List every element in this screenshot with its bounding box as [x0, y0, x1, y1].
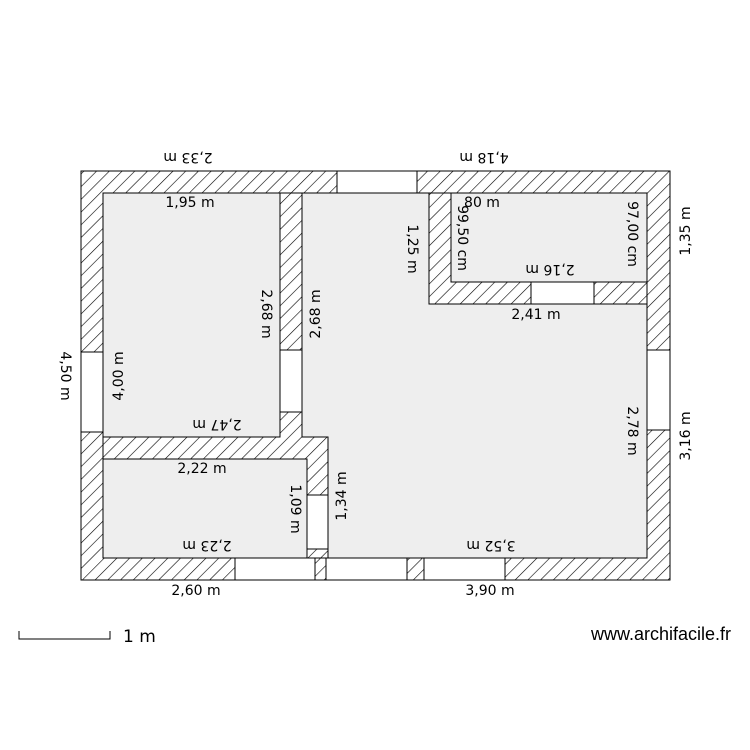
- window-top: [336, 170, 418, 194]
- window-left: [80, 351, 104, 433]
- dim-bottom-right-ext: 3,90 m: [465, 583, 514, 599]
- door-small-room: [530, 281, 595, 305]
- room-living: [301, 192, 648, 559]
- dim-small-right: 97,00 cm: [624, 201, 640, 267]
- dim-hall-right: 1,34 m: [334, 471, 350, 520]
- dim-bottom-left-ext: 2,60 m: [171, 583, 220, 599]
- watermark-text: www.archifacile.fr: [590, 624, 731, 644]
- dim-right-ext-bottom: 3,16 m: [678, 411, 694, 460]
- dim-room2-bottom: 2,23 m: [182, 537, 231, 553]
- dim-room1-bottom: 2,47 m: [192, 416, 241, 432]
- dim-left-ext: 4,50 m: [57, 351, 73, 400]
- dim-top-left-ext: 2,33 m: [163, 149, 212, 165]
- dim-room1-left: 4,00 m: [111, 351, 127, 400]
- dim-hall-height: 2,68 m: [308, 289, 324, 338]
- room-bedroom: [102, 192, 281, 438]
- scale-label: 1 m: [123, 627, 156, 647]
- scale-bar: [18, 631, 111, 640]
- room-lower-left: [102, 458, 308, 559]
- dim-small-left: 99,50 cm: [454, 205, 470, 271]
- dim-room1-height: 2,68 m: [258, 289, 274, 338]
- dim-main-right: 2,78 m: [624, 406, 640, 455]
- door-bedroom: [279, 349, 303, 413]
- dim-room2-top: 2,22 m: [177, 461, 226, 477]
- dim-small-step: 1,25 m: [404, 224, 420, 273]
- room-small: [450, 192, 648, 283]
- dim-small-bottom: 2,16 m: [525, 261, 574, 277]
- door-lower-left: [306, 494, 329, 550]
- dim-notch-bottom: 2,41 m: [511, 307, 560, 323]
- dim-main-bottom: 3,52 m: [466, 537, 515, 553]
- window-right: [646, 349, 671, 431]
- dim-small-top: 80 m: [464, 195, 500, 211]
- dim-right-ext-top: 1,35 m: [678, 206, 694, 255]
- dim-room1-width: 1,95 m: [165, 195, 214, 211]
- door-entrance: [325, 557, 408, 581]
- dim-room2-right: 1,09 m: [287, 484, 303, 533]
- window-bottom-right: [423, 557, 506, 581]
- dim-top-right-ext: 4,18 m: [459, 149, 508, 165]
- window-bottom-left: [234, 557, 316, 581]
